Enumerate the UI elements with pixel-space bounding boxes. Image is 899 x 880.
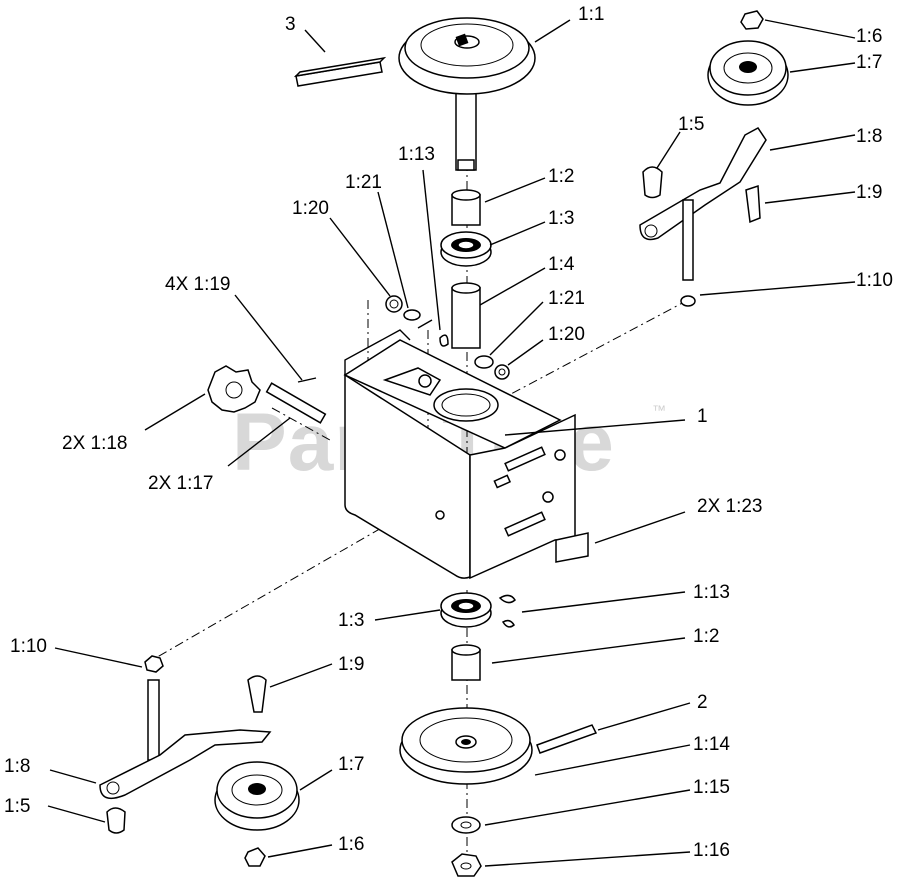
callout-1-3-bottom: 1:3 [338, 610, 364, 631]
callout-1-3-top: 1:3 [548, 208, 574, 229]
callout-labels: 3 1:1 1:6 1:7 1:5 1:8 1:9 1:10 1:13 1:2 … [4, 4, 893, 861]
upper-right-hardware[interactable] [474, 355, 510, 380]
callout-1: 1 [697, 406, 708, 427]
callout-1-2-top: 1:2 [548, 166, 574, 187]
callout-3: 3 [285, 14, 296, 35]
key-3[interactable] [293, 56, 387, 87]
lower-idler-assembly[interactable] [99, 655, 300, 867]
callout-1-7-top: 1:7 [856, 52, 882, 73]
callout-1-13-bottom: 1:13 [693, 582, 730, 603]
callout-1-1: 1:1 [578, 4, 604, 25]
callout-1-8-top: 1:8 [856, 126, 882, 147]
callout-1-14: 1:14 [693, 734, 730, 755]
callout-1-6-bottom: 1:6 [338, 834, 364, 855]
callout-1-6-top: 1:6 [856, 26, 882, 47]
callout-1-16: 1:16 [693, 840, 730, 861]
callout-1-13-top: 1:13 [398, 144, 435, 165]
callout-1-9-top: 1:9 [856, 182, 882, 203]
watermark-trademark: ™ [652, 402, 666, 418]
callout-2x-1-23: 2X 1:23 [697, 496, 763, 517]
callout-1-15: 1:15 [693, 777, 730, 798]
bearing-tube[interactable] [451, 282, 481, 349]
callout-2: 2 [697, 692, 708, 713]
lower-pulley[interactable] [399, 707, 533, 785]
adjustment-knob-bolt[interactable] [207, 365, 327, 424]
callout-1-7-bottom: 1:7 [338, 754, 364, 775]
leader-lines [47, 19, 856, 867]
callout-1-21-left: 1:21 [345, 172, 382, 193]
callout-4x-1-19: 4X 1:19 [165, 274, 231, 295]
callout-1-5-bottom: 1:5 [4, 796, 30, 817]
upper-bearing[interactable] [440, 231, 492, 267]
callout-1-9-bottom: 1:9 [338, 654, 364, 675]
callout-1-8-bottom: 1:8 [4, 756, 30, 777]
callout-1-5-top: 1:5 [678, 114, 704, 135]
upper-spacer[interactable] [451, 189, 481, 226]
upper-left-hardware[interactable] [385, 295, 449, 347]
upper-pulley-shaft[interactable] [398, 17, 536, 171]
callout-1-21-right: 1:21 [548, 288, 585, 309]
callout-1-10-top: 1:10 [856, 270, 893, 291]
callout-1-4: 1:4 [548, 254, 575, 275]
callout-1-2-bottom: 1:2 [693, 626, 719, 647]
callout-2x-1-17: 2X 1:17 [148, 473, 214, 494]
washer[interactable] [451, 816, 481, 834]
callout-1-20-right: 1:20 [548, 324, 585, 345]
housing-bracket[interactable] [343, 329, 589, 580]
key-2[interactable] [536, 724, 598, 754]
lower-bearing-stack[interactable] [440, 592, 516, 681]
callout-1-20-left: 1:20 [292, 198, 329, 219]
upper-idler-assembly[interactable] [639, 10, 789, 307]
callout-1-10-bottom: 1:10 [10, 636, 47, 657]
callout-2x-1-18: 2X 1:18 [62, 433, 128, 454]
nut[interactable] [451, 853, 482, 877]
